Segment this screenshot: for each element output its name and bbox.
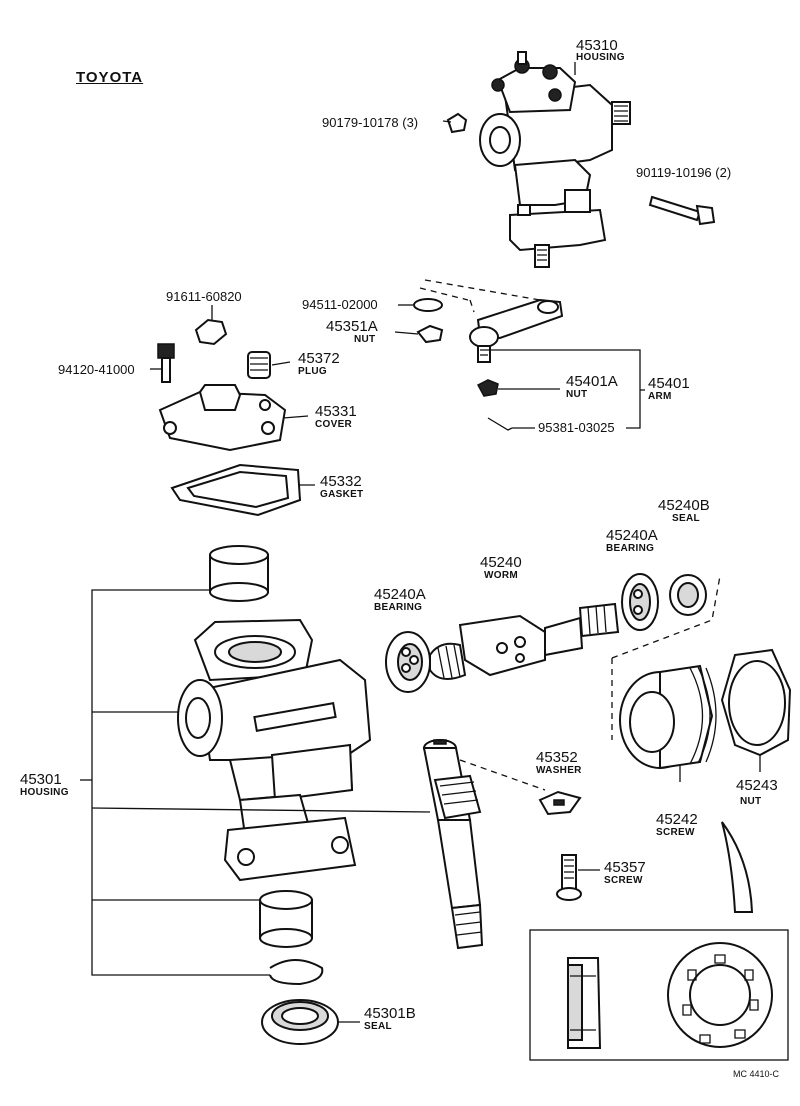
part-number-45372: 45372 [298, 350, 340, 367]
part-name-45240B: SEAL [672, 513, 700, 524]
staking-tool-drawing [721, 821, 754, 913]
pitman-arm-45401-drawing [469, 298, 564, 363]
part-number-94511: 94511-02000 [302, 297, 378, 312]
sector-shaft-drawing [422, 739, 484, 950]
part-name-45331: COVER [315, 419, 353, 430]
part-name-45357: SCREW [604, 875, 643, 886]
part-name-45351A: NUT [354, 334, 376, 345]
part-name-45240A-right: BEARING [606, 543, 655, 554]
part-number-45240: 45240 [480, 554, 522, 571]
part-number-45242: 45242 [656, 811, 698, 828]
part-number-45240B: 45240B [658, 497, 710, 514]
plug-45372-drawing [247, 351, 271, 379]
bushing-lower-drawing [259, 890, 313, 948]
bushing-upper-drawing [209, 545, 269, 602]
bearing-45240A-right-drawing [621, 573, 659, 631]
nut-91611-drawing [194, 318, 228, 346]
part-name-45301: HOUSING [20, 787, 69, 798]
part-number-45240A-right: 45240A [606, 527, 658, 544]
part-name-45240A-left: BEARING [374, 602, 423, 613]
bearing-45240A-left-drawing [385, 631, 431, 693]
part-number-45301B: 45301B [364, 1005, 416, 1022]
main-housing-45301-drawing [177, 618, 372, 882]
cotter-pin-95381-drawing [487, 417, 513, 431]
gasket-45332-drawing [170, 463, 302, 517]
part-number-94120: 94120-41000 [58, 362, 135, 377]
seal-45240B-drawing [669, 574, 707, 616]
part-number-95381: 95381-03025 [538, 420, 615, 435]
adjusting-screw-45242-drawing [619, 664, 717, 770]
part-name-45332: GASKET [320, 489, 364, 500]
part-number-45301: 45301 [20, 771, 62, 788]
part-name-45401A: NUT [566, 389, 588, 400]
part-name-45243: NUT [740, 796, 762, 807]
part-name-45301B: SEAL [364, 1021, 392, 1032]
part-name-45401: ARM [648, 391, 672, 402]
gear-housing-assembly-drawing [479, 51, 631, 268]
cover-45331-drawing [158, 384, 287, 452]
part-name-45310: HOUSING [576, 52, 625, 63]
part-number-45240A-left: 45240A [374, 586, 426, 603]
part-name-45240: WORM [484, 570, 518, 581]
part-name-45242: SCREW [656, 827, 695, 838]
part-number-45357: 45357 [604, 859, 646, 876]
nut-90179-drawing [446, 112, 468, 134]
part-number-45401: 45401 [648, 375, 690, 392]
seal-45301B-drawing [261, 999, 339, 1045]
part-number-45352: 45352 [536, 749, 578, 766]
part-number-45331: 45331 [315, 403, 357, 420]
diagram-code: MC 4410-C [733, 1069, 780, 1079]
lock-nut-45243-drawing [720, 648, 792, 757]
part-number-45332: 45332 [320, 473, 362, 490]
part-number-90119: 90119-10196 (2) [636, 165, 732, 180]
bolt-94120-drawing [157, 343, 175, 383]
part-name-45372: PLUG [298, 366, 327, 377]
brand-title: TOYOTA [76, 69, 144, 86]
screw-45357-drawing [556, 854, 582, 901]
part-number-45310: 45310 [576, 37, 618, 54]
nut-45401A-drawing [476, 379, 499, 397]
part-number-90179: 90179-10178 (3) [322, 115, 419, 130]
part-number-45401A: 45401A [566, 373, 618, 390]
washer-94511-drawing [413, 298, 443, 312]
worm-45240-drawing [429, 602, 620, 680]
part-number-45351A: 45351A [326, 318, 378, 335]
bolt-90119-drawing [648, 195, 716, 226]
snap-ring-drawing [269, 959, 324, 986]
part-number-91611: 91611-60820 [166, 289, 242, 304]
nut-45351A-drawing [416, 324, 444, 344]
part-name-45352: WASHER [536, 765, 582, 776]
detail-inset-drawing [529, 929, 789, 1061]
part-number-45243: 45243 [736, 777, 778, 794]
